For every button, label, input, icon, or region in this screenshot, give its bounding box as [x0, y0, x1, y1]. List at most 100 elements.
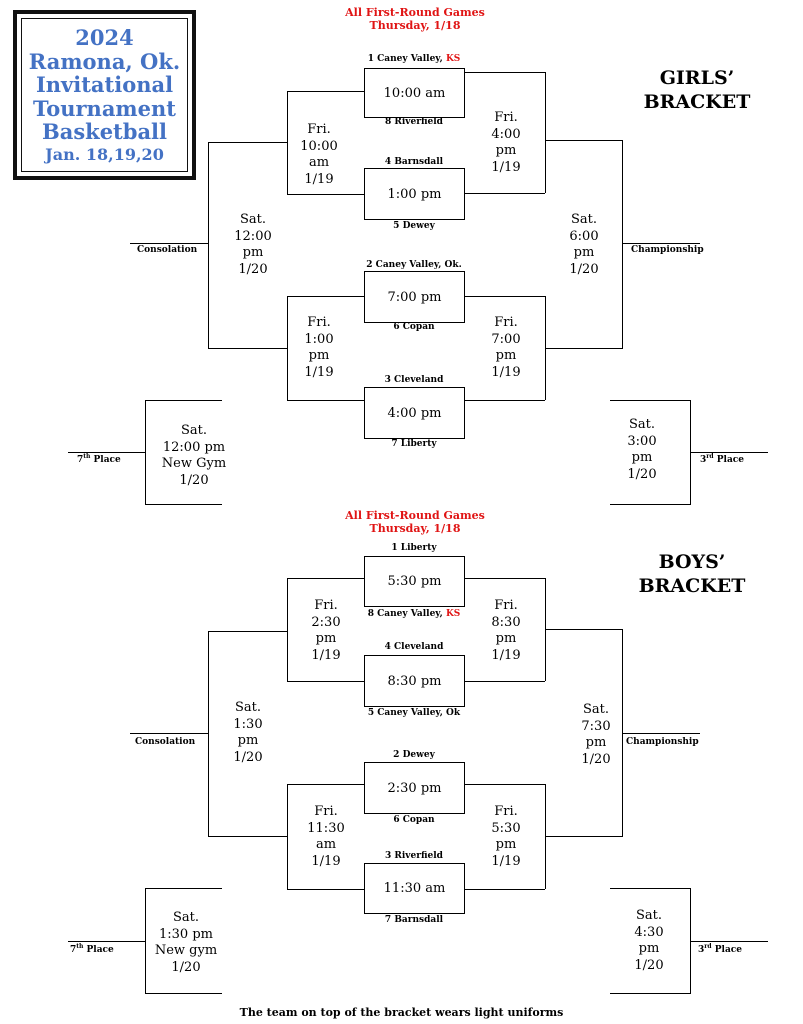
boys-team-6: 6 Copan [393, 815, 435, 825]
girls-line [68, 452, 146, 453]
boys-line [287, 578, 288, 681]
girls-line [545, 72, 546, 193]
girls-line [545, 140, 623, 141]
boys-line [545, 629, 623, 630]
girls-line [208, 142, 288, 143]
girls-team-6: 6 Copan [393, 322, 435, 332]
boys-line [130, 733, 209, 734]
girls-line [287, 296, 364, 297]
boys-bracket-title: BOYS’ BRACKET [612, 551, 772, 599]
girls-line [545, 348, 623, 349]
boys-team-1: 1 Liberty [391, 543, 437, 553]
boys-line [690, 941, 768, 942]
boys-first-round-label: All First-Round Games [345, 509, 485, 522]
girls-team-4: 4 Barnsdall [384, 157, 444, 167]
girls-team-7: 7 Liberty [391, 439, 437, 449]
boys-game-2-time: 8:30 pm [387, 673, 442, 689]
girls-bracket-title: GIRLS’ BRACKET [617, 67, 777, 115]
boys-line [545, 836, 623, 837]
girls-team-8: 8 Riverfield [385, 117, 443, 127]
boys-game-1-box: 5:30 pm [364, 556, 465, 607]
boys-first-round-day: Thursday, 1/18 [369, 522, 461, 536]
boys-line [287, 681, 364, 682]
girls-line [145, 400, 222, 401]
girls-line [465, 72, 545, 73]
title-town: Ramona, Ok. [28, 48, 181, 74]
girls-line [145, 504, 222, 505]
boys-line [690, 888, 691, 993]
boys-line [465, 784, 545, 785]
boys-team-7: 7 Barnsdall [384, 915, 444, 925]
girls-game-1-box: 10:00 am [364, 68, 465, 118]
title-year: 2024 [75, 25, 134, 51]
girls-team-3: 3 Cleveland [384, 375, 444, 385]
boys-line [145, 888, 146, 993]
girls-game-1-time: 10:00 am [383, 85, 446, 101]
girls-line [610, 400, 691, 401]
girls-line [690, 452, 768, 453]
title-dates: Jan. 18,19,20 [45, 144, 164, 164]
footer-note: The team on top of the bracket wears lig… [239, 1006, 564, 1019]
boys-championship-label: Championship [626, 737, 699, 747]
girls-team-1: 1 Caney Valley, KS [367, 54, 461, 64]
boys-consolation-label: Consolation [135, 737, 196, 747]
girls-line [465, 296, 545, 297]
boys-game-1-time: 5:30 pm [387, 574, 442, 589]
girls-line [465, 193, 545, 194]
girls-line [610, 504, 691, 505]
boys-line [208, 836, 288, 837]
boys-team-2: 2 Dewey [393, 750, 435, 760]
boys-line [208, 631, 288, 632]
girls-game-4-time: 4:00 pm [387, 405, 442, 421]
boys-line [145, 888, 222, 889]
boys-team-4: 4 Cleveland [384, 642, 444, 652]
boys-line [465, 889, 545, 890]
girls-seventh-label: 7th Place [77, 453, 121, 465]
boys-game-2-box: 8:30 pm [364, 655, 465, 707]
girls-team-2: 2 Caney Valley, Ok. [366, 260, 462, 270]
title-basketball: Basketball [41, 119, 168, 145]
girls-first-round-heading: All First-Round Games Thursday, 1/18 [315, 6, 515, 32]
title-tournament: Tournament [33, 95, 176, 121]
boys-title-line1: BOYS’ [658, 551, 726, 573]
girls-line [622, 243, 700, 244]
girls-line [208, 348, 288, 349]
girls-game-4-box: 4:00 pm [364, 387, 465, 439]
girls-line [287, 400, 364, 401]
boys-line [208, 631, 209, 837]
girls-line [287, 91, 364, 92]
boys-team-5: 5 Caney Valley, Ok [367, 708, 461, 718]
title-box: 2024 Ramona, Ok. Invitational Tournament… [13, 10, 196, 180]
girls-title-line1: GIRLS’ [659, 67, 735, 89]
boys-line [145, 993, 222, 994]
title-invitational: Invitational [35, 72, 174, 98]
girls-line [287, 194, 364, 195]
girls-title-line2: BRACKET [643, 90, 751, 113]
girls-consolation-label: Consolation [137, 245, 198, 255]
boys-line [287, 889, 364, 890]
boys-line [287, 784, 364, 785]
boys-line [610, 993, 691, 994]
girls-game-2-box: 1:00 pm [364, 168, 465, 220]
girls-third-label: 3rd Place [700, 453, 744, 465]
girls-line [130, 243, 209, 244]
girls-game-3-box: 7:00 pm [364, 271, 465, 323]
girls-championship-label: Championship [631, 245, 704, 255]
boys-game-3-box: 2:30 pm [364, 762, 465, 814]
girls-team-5: 5 Dewey [393, 221, 435, 231]
girls-line [208, 142, 209, 349]
boys-line [465, 681, 545, 682]
